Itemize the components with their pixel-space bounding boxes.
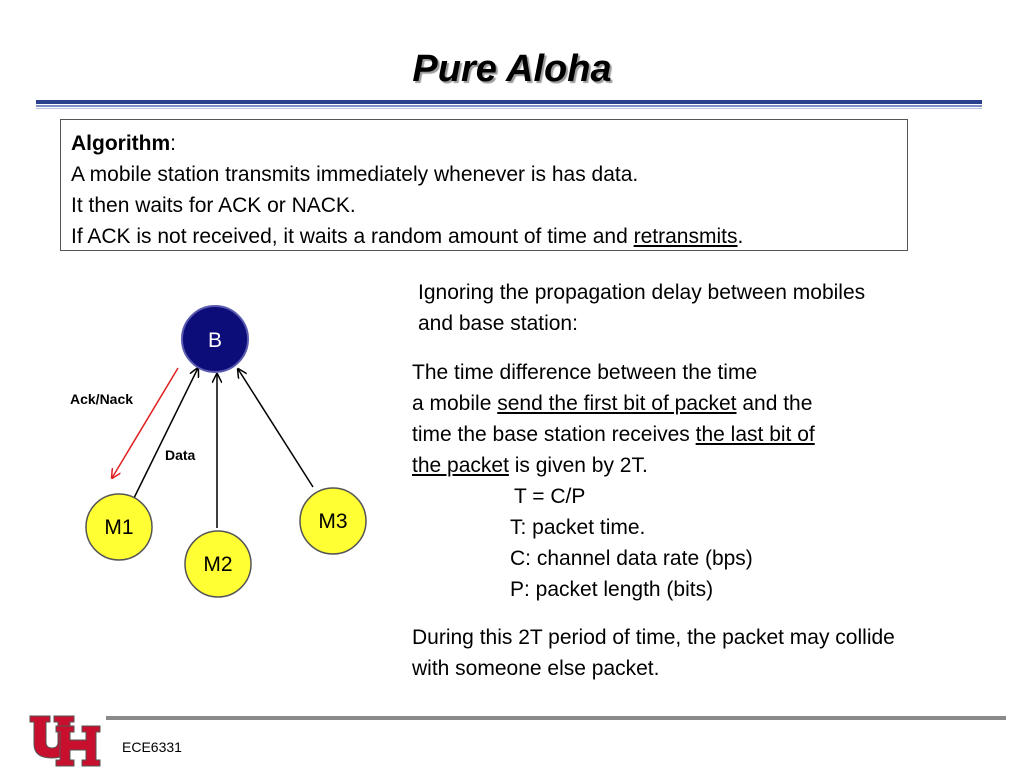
mobile-node-m1 bbox=[85, 493, 153, 561]
data-label: Data bbox=[165, 447, 196, 463]
footer-divider bbox=[106, 716, 1006, 720]
ack-nack-arrow bbox=[112, 367, 179, 478]
algorithm-box: Algorithm: A mobile station transmits im… bbox=[60, 119, 908, 251]
title-divider bbox=[36, 100, 982, 110]
algorithm-line-3-text: If ACK is not received, it waits a rando… bbox=[71, 225, 634, 248]
time-diff-line-2-post: and the bbox=[736, 392, 813, 415]
last-bit-term: the last bit of bbox=[695, 423, 815, 446]
m2-label: M2 bbox=[203, 553, 233, 576]
intro-text: Ignoring the propagation delay between m… bbox=[418, 277, 865, 339]
algorithm-heading-colon: : bbox=[170, 132, 176, 155]
data-arrow-m3 bbox=[238, 369, 314, 488]
collision-line-1: During this 2T period of time, the packe… bbox=[412, 626, 895, 649]
time-diff-line-2: a mobile send the first bit of packet an… bbox=[412, 388, 815, 419]
first-bit-term: send the first bit of packet bbox=[497, 392, 737, 415]
algorithm-heading-line: Algorithm: bbox=[71, 128, 897, 159]
time-difference-paragraph: The time difference between the time a m… bbox=[412, 357, 815, 605]
data-arrow-m1 bbox=[132, 368, 198, 501]
network-diagram: B M1 M2 M3 Ack/Nack Data bbox=[60, 290, 390, 620]
m1-label: M1 bbox=[104, 516, 134, 539]
base-station-label: B bbox=[207, 329, 222, 352]
definition-p: P: packet length (bits) bbox=[510, 578, 714, 601]
time-diff-line-2-pre: a mobile bbox=[412, 392, 498, 415]
the-packet-term: the packet bbox=[412, 454, 509, 477]
algorithm-line-3-end: . bbox=[737, 225, 744, 248]
intro-line-1: Ignoring the propagation delay between m… bbox=[418, 281, 866, 304]
footer-course-code: ECE6331 bbox=[122, 739, 182, 755]
collision-line-2: with someone else packet. bbox=[412, 657, 660, 680]
time-diff-line-3-pre: time the base station receives bbox=[412, 423, 696, 446]
slide-title: Pure Aloha bbox=[412, 48, 612, 90]
algorithm-heading: Algorithm bbox=[71, 132, 171, 155]
base-station-node bbox=[181, 305, 249, 373]
algorithm-line-1: A mobile station transmits immediately w… bbox=[71, 163, 639, 186]
definition-t: T: packet time. bbox=[510, 516, 646, 539]
diagram-canvas bbox=[85, 305, 367, 598]
definition-c: C: channel data rate (bps) bbox=[510, 547, 753, 570]
collision-paragraph: During this 2T period of time, the packe… bbox=[412, 622, 895, 684]
formula: T = C/P bbox=[514, 485, 586, 508]
time-diff-line-3: time the base station receives the last … bbox=[412, 419, 815, 450]
time-diff-line-4: the packet is given by 2T. bbox=[412, 450, 815, 481]
university-logo bbox=[29, 715, 101, 767]
ack-nack-label: Ack/Nack bbox=[70, 391, 134, 407]
mobile-node-m2 bbox=[184, 530, 252, 598]
time-diff-line-4-post: is given by 2T. bbox=[508, 454, 648, 477]
m3-label: M3 bbox=[318, 510, 348, 533]
mobile-node-m3 bbox=[299, 487, 367, 555]
algorithm-line-3: If ACK is not received, it waits a rando… bbox=[71, 221, 897, 252]
intro-line-2: and base station: bbox=[418, 312, 578, 335]
time-diff-line-1: The time difference between the time bbox=[412, 361, 758, 384]
retransmits-term: retransmits bbox=[633, 225, 738, 248]
algorithm-line-2: It then waits for ACK or NACK. bbox=[71, 194, 356, 217]
